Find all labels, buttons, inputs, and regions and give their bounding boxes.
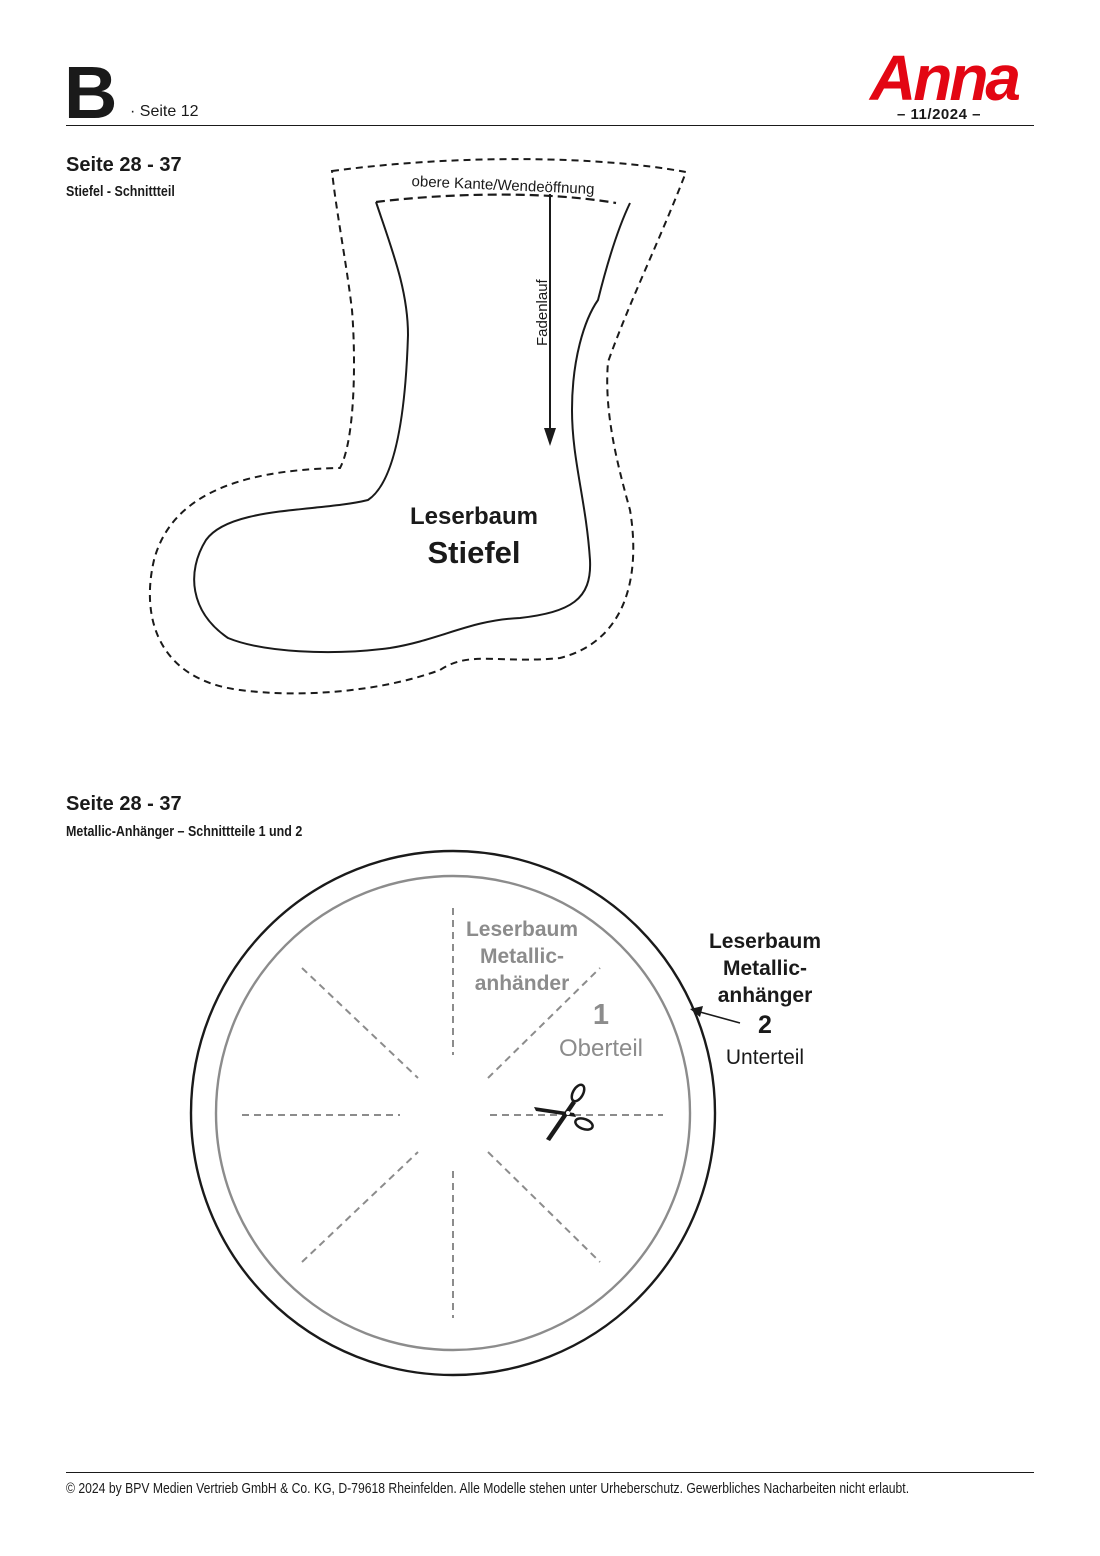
outer-label-line1: Leserbaum	[709, 930, 821, 953]
boot-outline	[193, 201, 631, 654]
inner-label-line1: Leserbaum	[466, 918, 578, 941]
inner-label-number: 1	[593, 999, 609, 1031]
page-label: · Seite 12	[130, 103, 199, 120]
outer-label-part: Unterteil	[726, 1046, 804, 1069]
inner-label-line2: Metallic-	[480, 945, 564, 968]
boot-seam-allowance	[148, 158, 688, 695]
svg-text:Anna: Anna	[868, 42, 1019, 110]
grain-arrow-icon	[544, 428, 556, 446]
outer-pointer-line	[699, 1011, 741, 1024]
section1-subtitle: Stiefel - Schnittteil	[66, 184, 175, 200]
boot-grain-label: Fadenlauf	[534, 278, 551, 346]
section1-pages: Seite 28 - 37	[66, 154, 182, 176]
pendant-cut-lines	[242, 908, 663, 1318]
outer-label-line3: anhänger	[718, 984, 813, 1007]
footer-rule	[66, 1472, 1034, 1473]
boot-pattern: obere Kante/Wendeöffnung Fadenlauf Leser…	[148, 158, 688, 695]
inner-label-part: Oberteil	[559, 1035, 643, 1062]
header-rule	[66, 125, 1034, 126]
issue-number: – 11/2024 –	[897, 106, 981, 123]
outer-label-line2: Metallic-	[723, 957, 807, 980]
outer-pointer-arrow-icon	[690, 1006, 703, 1017]
inner-label-line3: anhänder	[475, 972, 570, 995]
pendant-pattern: Leserbaum Metallic- anhänder 1 Oberteil …	[189, 849, 821, 1377]
scissors-icon	[534, 1083, 594, 1141]
section2-subtitle: Metallic-Anhänger – Schnittteile 1 und 2	[66, 824, 303, 840]
footer-copyright: © 2024 by BPV Medien Vertrieb GmbH & Co.…	[66, 1481, 910, 1497]
pendant-outer-circle	[189, 849, 717, 1377]
anna-logo: Anna	[868, 42, 1022, 110]
section2-pages: Seite 28 - 37	[66, 793, 182, 815]
outer-label-number: 2	[758, 1011, 772, 1039]
pendant-inner-circle	[214, 874, 692, 1352]
boot-name-line1: Leserbaum	[410, 503, 538, 530]
boot-top-edge	[375, 193, 617, 205]
section-letter: B	[64, 51, 117, 134]
boot-name-line2: Stiefel	[427, 535, 520, 570]
